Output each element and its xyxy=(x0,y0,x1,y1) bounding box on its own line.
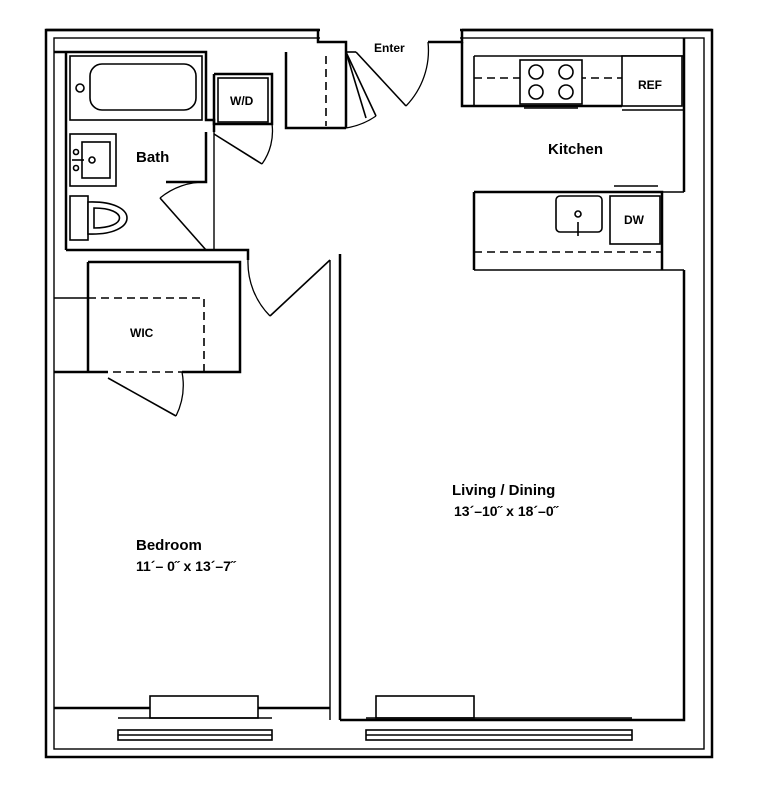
bath-door xyxy=(159,181,207,251)
bath-label: Bath xyxy=(136,149,169,166)
living-walls xyxy=(54,254,686,722)
walk-in-closet xyxy=(54,260,242,417)
living-dining-label: Living / Dining xyxy=(452,482,555,499)
dw-label: DW xyxy=(624,213,645,227)
kitchen-island xyxy=(472,185,684,271)
exterior-walls xyxy=(44,26,714,759)
bedroom-dimensions: 11´– 0˝ x 13´–7˝ xyxy=(136,558,237,574)
wd-label: W/D xyxy=(230,94,254,108)
wic-label: WIC xyxy=(130,326,154,340)
washer-dryer-closet xyxy=(213,77,274,165)
entry-door xyxy=(355,41,430,107)
living-dining-dimensions: 13´–10˝ x 18´–0˝ xyxy=(454,503,560,519)
entry-closet xyxy=(284,51,377,130)
bedroom-label: Bedroom xyxy=(136,537,202,554)
bedroom-window xyxy=(117,695,273,741)
ref-label: REF xyxy=(638,78,662,92)
kitchen-label: Kitchen xyxy=(548,141,603,158)
bathtub xyxy=(69,55,203,121)
bath-walls xyxy=(54,50,274,260)
living-window xyxy=(365,695,633,741)
enter-label: Enter xyxy=(374,41,405,55)
bath-sink xyxy=(69,133,117,187)
toilet xyxy=(69,195,128,241)
kitchen-counter xyxy=(460,38,686,192)
